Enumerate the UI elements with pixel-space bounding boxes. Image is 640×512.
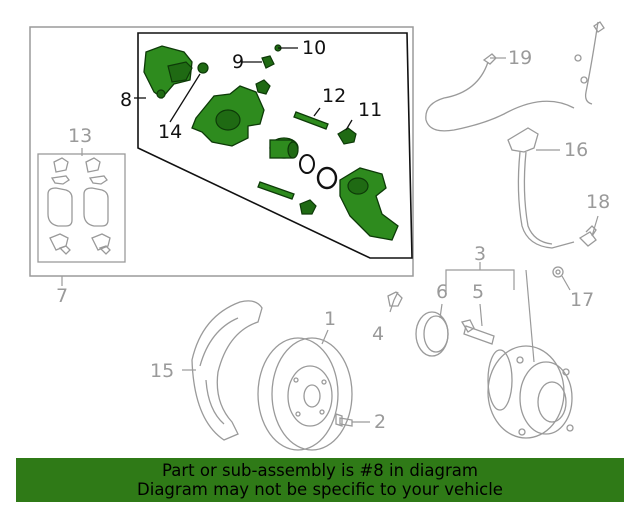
hub-bolt (387, 291, 403, 307)
callout-7: 7 (56, 285, 68, 307)
callout-2: 2 (374, 411, 386, 433)
callout-13: 13 (68, 125, 92, 147)
pad-kit-box (37, 153, 126, 263)
callout-10: 10 (302, 37, 326, 59)
callout-12: 12 (322, 85, 346, 107)
callout-18: 18 (586, 191, 610, 213)
assembly-box (29, 26, 414, 277)
hub-stud (460, 319, 495, 345)
brake-hose (507, 127, 575, 249)
rotor-screw (335, 413, 353, 427)
wheel-speed-sensor (425, 21, 605, 132)
brake-pad-set (47, 157, 111, 255)
piston-part (269, 137, 299, 159)
callout-4: 4 (372, 323, 384, 345)
callout-5: 5 (472, 281, 484, 303)
tone-ring (415, 311, 449, 357)
callout-16: 16 (564, 139, 588, 161)
caliper-body-part (191, 85, 265, 147)
callout-6: 6 (436, 281, 448, 303)
dust-shield (191, 300, 263, 441)
washer (552, 266, 564, 278)
caliper-carrier-part (339, 167, 399, 241)
guide-pin-bolts (197, 44, 357, 215)
caliper-bracket-part (143, 45, 193, 99)
banner-line-1: Part or sub-assembly is #8 in diagram (162, 461, 478, 480)
callout-14: 14 (158, 121, 182, 143)
callout-15: 15 (150, 360, 174, 382)
callout-19: 19 (508, 47, 532, 69)
leader-lines (61, 47, 599, 423)
hub-bearing (487, 345, 574, 439)
seals-part (299, 154, 338, 190)
callout-11: 11 (358, 99, 382, 121)
callout-17: 17 (570, 289, 594, 311)
banner-line-2: Diagram may not be specific to your vehi… (137, 480, 503, 499)
callout-3: 3 (474, 243, 486, 265)
callout-8: 8 (120, 89, 132, 111)
callout-1: 1 (324, 308, 336, 330)
brake-rotor (257, 337, 353, 451)
info-banner: Part or sub-assembly is #8 in diagram Di… (16, 458, 624, 502)
callout-9: 9 (232, 51, 244, 73)
